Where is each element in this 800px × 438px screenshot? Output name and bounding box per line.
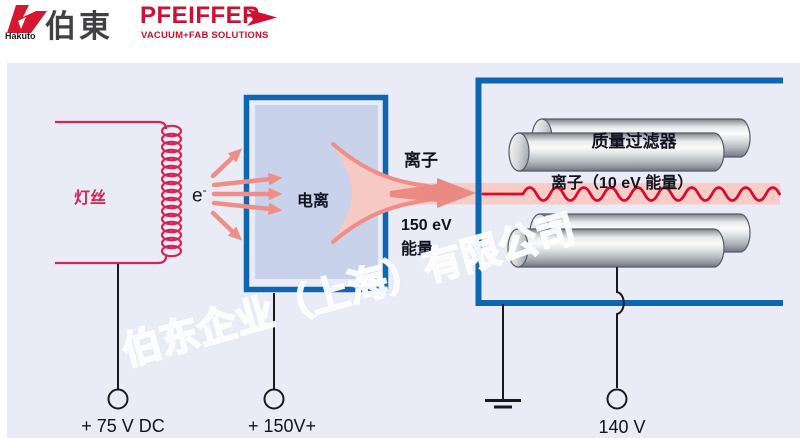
pfeiffer-brand-text: PFEIFFER — [140, 2, 261, 29]
electron-label: e- — [192, 183, 207, 207]
energy-label-line1: 150 eV — [401, 217, 452, 234]
ion-energy-label: 离子（10 eV 能量） — [551, 175, 694, 192]
filament-coil — [55, 120, 183, 265]
mass-filter-label: 质量过滤器 — [591, 132, 677, 151]
hakuto-brand-text: 伯東 — [45, 9, 113, 44]
circuit-wires — [117, 264, 625, 409]
ion-funnel-bottom-edge — [331, 198, 430, 244]
terminal-rods — [606, 388, 628, 410]
voltage-rods-label: 140 V — [598, 417, 646, 437]
pfeiffer-arrow-icon — [247, 9, 277, 26]
quadrupole-rods — [507, 118, 751, 268]
ion-funnel-top-edge — [331, 142, 430, 188]
terminal-filament — [107, 388, 129, 410]
ionization-label: 电离 — [297, 193, 330, 210]
ion-beam-arrow — [390, 178, 476, 208]
voltage-ionization-label: + 150V+ — [247, 416, 317, 436]
pfeiffer-tagline-text: VACUUM+FAB SOLUTIONS — [141, 30, 269, 41]
mass-filter-housing-border — [475, 77, 783, 306]
energy-label-line2: 能量 — [401, 241, 434, 258]
ion-wave — [481, 186, 781, 202]
rod-bottom-front — [517, 228, 725, 268]
ion-funnel — [333, 144, 446, 242]
rod-wire-with-hop — [616, 267, 625, 388]
hakuto-logo-icon — [7, 5, 47, 33]
header: Hakuto 伯東 PFEIFFER VACUUM+FAB SOLUTIONS — [0, 0, 800, 62]
electron-charge-sign: - — [202, 183, 207, 197]
electron-arrows — [210, 148, 283, 241]
terminal-ionization — [263, 388, 285, 410]
rod-bottom-front-cap — [507, 228, 529, 268]
ions-label: 离子 — [404, 151, 438, 170]
hakuto-logo-text: Hakuto — [5, 31, 36, 41]
filament-label: 灯丝 — [74, 190, 107, 207]
rod-top-front-cap — [508, 132, 530, 172]
voltage-filament-label: + 75 V DC — [81, 416, 165, 436]
rod-top-front — [518, 132, 725, 172]
